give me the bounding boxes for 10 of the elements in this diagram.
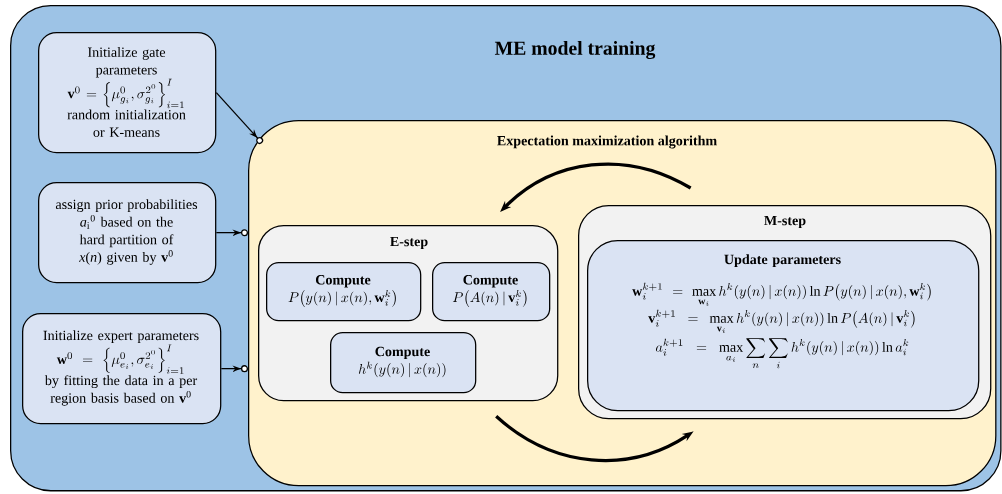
connector-arrow — [220, 365, 248, 373]
process-box: Compute $P\big(A(n)\,|\,\mathbf{v}_i^k\big)$ — [432, 262, 551, 322]
process-box: assign prior probabilities a$_{i}$$^{0}$ based on the hard partition of x(n) given by v$^{0}$ — [38, 182, 217, 284]
process-box: Compute $P\big(y(n)\,|\,x(n),\mathbf{w}_i^k\big)$ — [266, 262, 422, 322]
connector-arrow — [215, 92, 264, 144]
process-box: Initialize gate parameters $\mathbf{v}^0=\left\{\mu_{g_i}^0,\sigma_{g_i}^{2^0}\right\}_{i=1}^{I}$ random initialization or K-means — [38, 32, 217, 154]
connector-arrow — [215, 229, 248, 237]
process-box: Compute $h^k(y(n)\,|\,x(n))$ — [330, 332, 477, 394]
process-box: Update parameters $\mathbf{w}_i^{k+1}=\max_{\mathbf{w}_i} h^k(y(n)\,|\,x(n))\ln P\big(y(n)\,|\,x(n),\mathbf{w}_i^k\big)$ $\mathbf{v}_i^{k+1}=\max_{\mathbf{v}_i} h^k(y(n)\,|\,x(n))\ln P\big(A(n)\,|\,\mathbf{v}_i^k\big)$ $a_i^{k+1}=\max_{a_i}\sum_n\sum_i h^k(y(n)\,|\,x(n))\ln a_i^k$ — [587, 240, 980, 412]
process-box: Initialize expert parameters $\mathbf{w}^0=\left\{\mu_{e_i}^0,\sigma_{e_i}^{2^0}\right\}_{i=1}^{I}$ by fitting the data in a per region basis based on v$^{0}$ — [22, 313, 222, 425]
